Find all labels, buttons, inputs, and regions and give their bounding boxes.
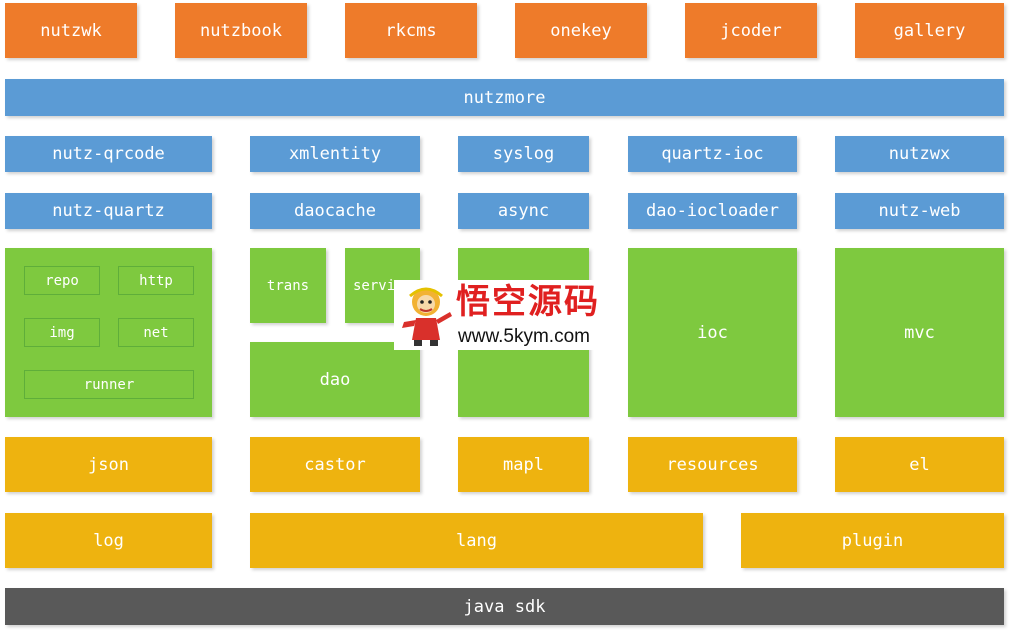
- module-net: net: [118, 318, 194, 347]
- project-nutzbook: nutzbook: [175, 3, 307, 58]
- plugin-nutz-web: nutz-web: [835, 193, 1004, 229]
- plugin-nutzwx: nutzwx: [835, 136, 1004, 172]
- project-onekey: onekey: [515, 3, 647, 58]
- module-log: log: [5, 513, 212, 568]
- module-http: http: [118, 266, 194, 295]
- module-mapl: mapl: [458, 437, 589, 492]
- nutzmore-bar: nutzmore: [5, 79, 1004, 116]
- plugin-xmlentity: xmlentity: [250, 136, 420, 172]
- watermark-title: 悟空源码: [456, 282, 600, 322]
- plugin-quartz-ioc: quartz-ioc: [628, 136, 797, 172]
- plugin-async: async: [458, 193, 589, 229]
- module-el: el: [835, 437, 1004, 492]
- module-img: img: [24, 318, 100, 347]
- module-runner: runner: [24, 370, 194, 399]
- java-sdk-bar: java sdk: [5, 588, 1004, 625]
- module-repo: repo: [24, 266, 100, 295]
- module-lang: lang: [250, 513, 703, 568]
- module-resources: resources: [628, 437, 797, 492]
- module-ioc: ioc: [628, 248, 797, 417]
- watermark: 悟空源码 www.5kym.com: [394, 280, 620, 350]
- plugin-nutz-qrcode: nutz-qrcode: [5, 136, 212, 172]
- module-dao: dao: [250, 342, 420, 417]
- plugin-syslog: syslog: [458, 136, 589, 172]
- module-json: json: [5, 437, 212, 492]
- module-mvc: mvc: [835, 248, 1004, 417]
- module-plugin: plugin: [741, 513, 1004, 568]
- plugin-nutz-quartz: nutz-quartz: [5, 193, 212, 229]
- plugin-dao-iocloader: dao-iocloader: [628, 193, 797, 229]
- project-jcoder: jcoder: [685, 3, 817, 58]
- project-nutzwk: nutzwk: [5, 3, 137, 58]
- plugin-daocache: daocache: [250, 193, 420, 229]
- watermark-url: www.5kym.com: [458, 326, 590, 347]
- project-rkcms: rkcms: [345, 3, 477, 58]
- module-castor: castor: [250, 437, 420, 492]
- module-trans: trans: [250, 248, 326, 323]
- project-gallery: gallery: [855, 3, 1004, 58]
- monkey-logo-icon: [402, 287, 452, 346]
